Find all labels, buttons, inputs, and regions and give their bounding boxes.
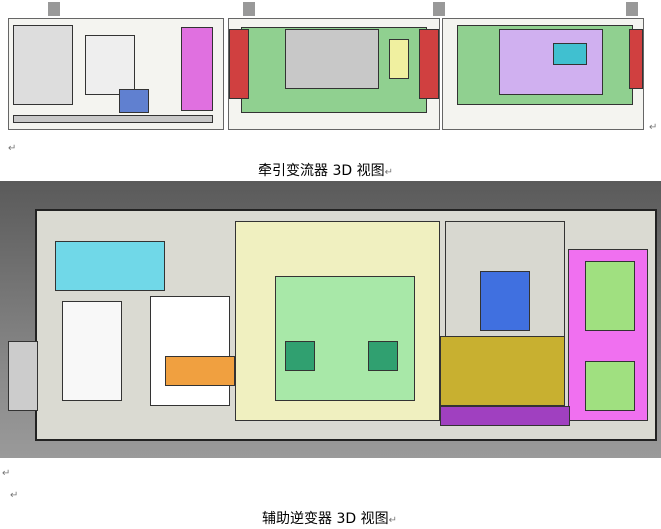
paragraph-mark: ↵ bbox=[649, 122, 658, 133]
auxiliary-inverter-figure bbox=[0, 181, 661, 458]
paragraph-mark: ↵ bbox=[10, 490, 19, 501]
figure-caption-2: 辅助逆变器 3D 视图↵ bbox=[262, 511, 397, 527]
right-panel bbox=[442, 18, 644, 130]
middle-panel bbox=[228, 18, 440, 130]
paragraph-mark: ↵ bbox=[2, 468, 11, 479]
figure-caption-1: 牵引变流器 3D 视图↵ bbox=[258, 163, 393, 179]
paragraph-mark: ↵ bbox=[8, 143, 17, 154]
left-panel bbox=[8, 18, 224, 130]
traction-converter-figure: ↵ bbox=[8, 0, 658, 134]
